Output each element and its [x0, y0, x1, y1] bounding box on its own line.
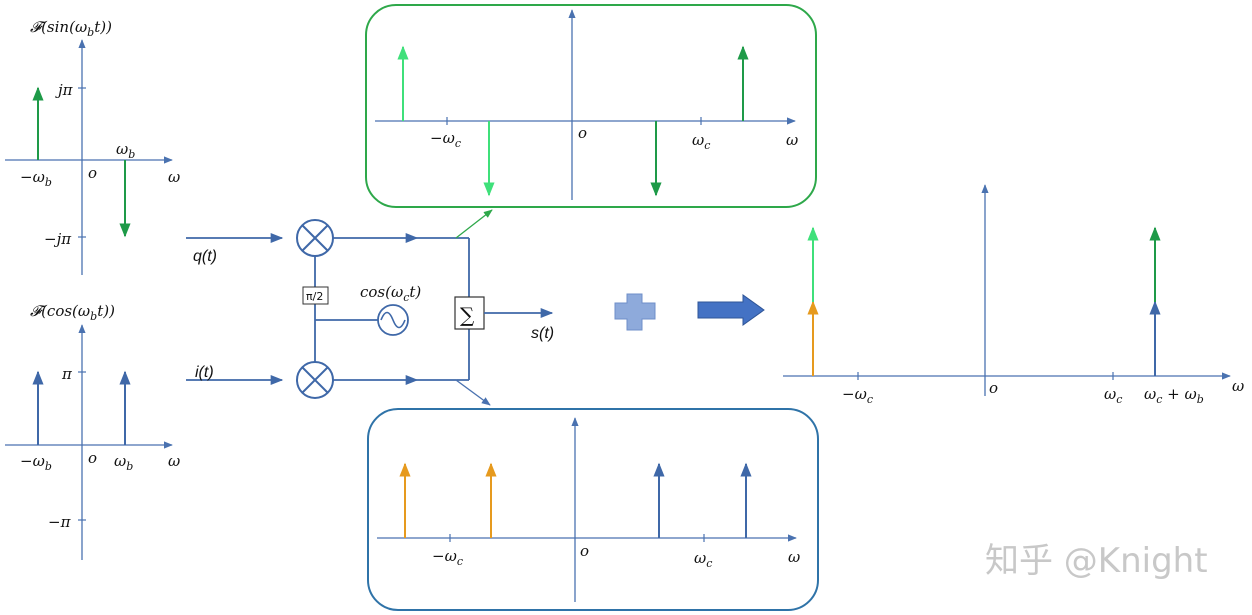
oscillator-label: cos(ωct) — [360, 283, 421, 304]
pointer-to-top-box — [455, 209, 493, 239]
result-axis-label: ω — [1232, 377, 1244, 395]
sin-y-pos-label: jπ — [55, 81, 74, 99]
q-multiplier — [296, 219, 334, 257]
watermark-text: 知乎 @Knight — [985, 541, 1208, 581]
output-label: s(t) — [531, 325, 554, 342]
result-sum-label: ωc + ωb — [1144, 385, 1204, 406]
pointer-to-bottom-box — [455, 379, 491, 406]
top-box-origin-label: o — [578, 124, 587, 142]
i-branch-spectrum-box: −ωc o ωc ω — [367, 408, 819, 611]
result-spectrum-plot: −ωc o ωc ωc + ωb ω — [783, 184, 1244, 406]
bottom-box-origin-label: o — [580, 542, 589, 560]
top-box-frame — [365, 4, 817, 208]
result-origin-label: o — [989, 379, 998, 397]
summer-block — [454, 296, 485, 330]
i-multiplier — [296, 361, 334, 399]
bottom-box-axis-label: ω — [788, 548, 800, 566]
cos-axis-label: ω — [168, 452, 180, 470]
result-pos-label: ωc — [1104, 385, 1122, 406]
bottom-box-neg-label: −ωc — [432, 547, 463, 568]
top-box-pos-label: ωc — [692, 131, 710, 152]
sin-y-neg-label: −jπ — [44, 230, 72, 248]
phase-shift-block — [302, 286, 329, 305]
iq-modulator-block-diagram: q(t) i(t) π/2 cos(ωct) ∑ — [186, 209, 554, 406]
sin-axis-label: ω — [168, 168, 180, 186]
top-box-axis-label: ω — [786, 131, 798, 149]
q-input-label: q(t) — [193, 248, 217, 265]
top-box-neg-label: −ωc — [430, 129, 461, 150]
q-branch-spectrum-box: −ωc o ωc ω — [365, 4, 817, 208]
cos-y-neg-label: −π — [48, 513, 72, 531]
sin-pos-freq-label: ωb — [116, 140, 135, 161]
phase-shift-label: π/2 — [306, 290, 323, 303]
plus-icon — [614, 293, 656, 331]
sin-neg-freq-label: −ωb — [20, 168, 52, 189]
cos-origin-label: o — [88, 449, 97, 467]
cos-spectrum-plot: 𝓕(cos(ωbt)) π −π −ωb ωb o ω — [5, 302, 180, 560]
oscillator-icon — [377, 304, 409, 336]
cos-neg-freq-label: −ωb — [20, 452, 52, 473]
bottom-box-frame — [367, 408, 819, 611]
cos-pos-freq-label: ωb — [114, 452, 133, 473]
summer-symbol: ∑ — [460, 303, 475, 327]
bottom-box-pos-label: ωc — [694, 549, 712, 570]
sin-spectrum-plot: 𝓕(sin(ωbt)) jπ −jπ −ωb ωb o ω — [5, 18, 180, 275]
right-arrow-icon — [697, 294, 765, 326]
result-neg-label: −ωc — [842, 385, 873, 406]
cos-plot-title: 𝓕(cos(ωbt)) — [30, 302, 115, 323]
i-input-label: i(t) — [195, 364, 214, 381]
sin-plot-title: 𝓕(sin(ωbt)) — [30, 18, 112, 39]
cos-y-pos-label: π — [61, 365, 73, 383]
sin-origin-label: o — [88, 164, 97, 182]
